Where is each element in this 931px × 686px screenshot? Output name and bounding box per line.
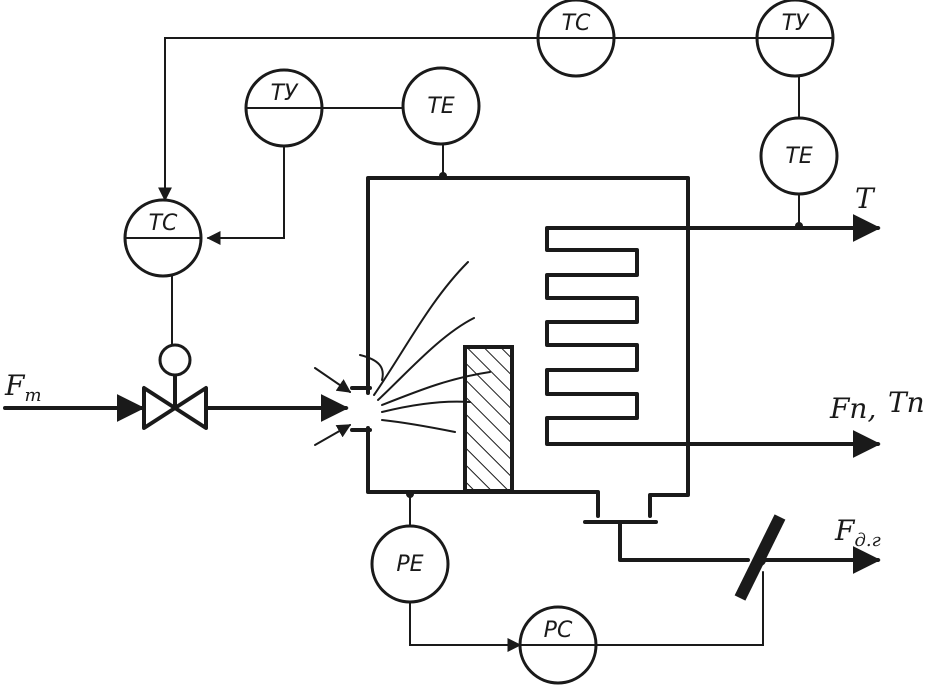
heating-coil [545, 214, 881, 458]
tc-left-label: ТС [149, 211, 178, 236]
instrument-tc-left: ТС [123, 198, 203, 278]
flue-outlet [583, 520, 881, 574]
ty-top-label: ТУ [782, 11, 810, 36]
product-flow-label: Fп, [829, 392, 876, 425]
product-temperature-label: T [855, 182, 876, 215]
instrument-tc-top: ТС [536, 0, 616, 78]
hatched-wall [463, 345, 514, 493]
instrument-te-mid: ТЕ [401, 66, 481, 146]
instrument-ty-left: ТУ [244, 68, 324, 148]
te-right-label: ТЕ [785, 144, 812, 169]
instrument-pc: РС [518, 605, 598, 685]
instrument-te-right: ТЕ [759, 116, 839, 196]
ty-left-label: ТУ [271, 81, 299, 106]
flue-gas-flow-label: Fд.г [834, 514, 881, 551]
fuel-line [3, 367, 352, 446]
fuel-flow-label: Fт [4, 369, 42, 406]
pe-label: РЕ [396, 552, 423, 577]
instrument-ty-top: ТУ [755, 0, 835, 78]
signal-lines [158, 37, 803, 652]
instrument-pe: РЕ [370, 524, 450, 604]
flue-damper [734, 514, 786, 601]
tc-top-label: ТС [562, 11, 591, 36]
te-mid-label: ТЕ [427, 94, 454, 119]
product-temp-label: Tп [888, 386, 925, 419]
control-valve [142, 343, 208, 430]
pc-label: РС [544, 618, 573, 643]
